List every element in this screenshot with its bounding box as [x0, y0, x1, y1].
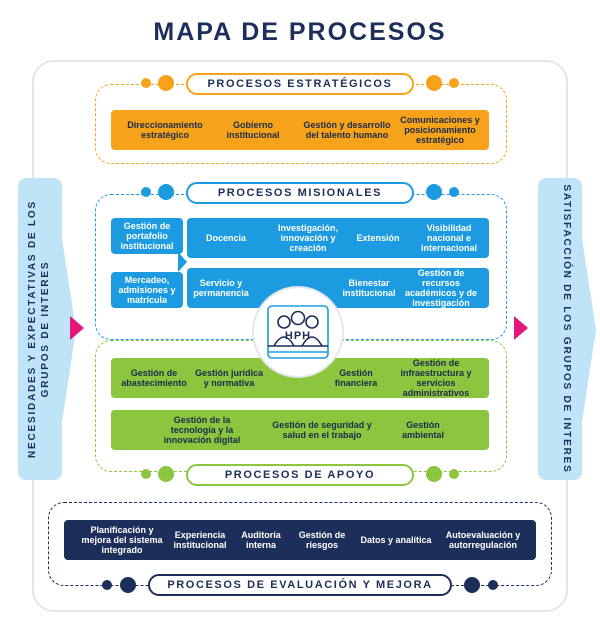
- misionales-arrow-icon: [178, 252, 187, 272]
- process-visibilidad: Visibilidad nacional e internacional: [420, 222, 477, 254]
- left-pink-arrow-icon: [70, 316, 84, 340]
- process-portafolio: Gestión de portafolio institucional: [111, 218, 183, 254]
- process-riesgos: Gestión de riesgos: [298, 529, 346, 550]
- process-datos: Datos y analítica: [360, 534, 432, 545]
- apoyo-label: PROCESOS DE APOYO: [186, 464, 414, 486]
- process-talento-humano: Gestión y desarrollo del talento humano: [303, 119, 391, 140]
- center-logo: HPH: [252, 286, 344, 378]
- left-side-label: NECESIDADES Y EXPECTATIVAS DE LOS GRUPOS…: [27, 200, 51, 458]
- process-auditoria: Auditoría interna: [241, 529, 281, 550]
- process-mercadeo: Mercadeo, admisiones y matrícula: [111, 272, 183, 308]
- blue-dot-icon: [449, 187, 459, 197]
- process-recursos: Gestión de recursos académicos y de inve…: [404, 267, 478, 309]
- process-experiencia: Experiencia institucional: [173, 529, 227, 550]
- green-dot-icon: [449, 469, 459, 479]
- process-ambiental: Gestión ambiental: [401, 419, 444, 440]
- evaluacion-bar: [64, 520, 536, 560]
- green-dot-icon: [141, 469, 151, 479]
- misionales-label: PROCESOS MISIONALES: [186, 182, 414, 204]
- right-pink-arrow-icon: [514, 316, 528, 340]
- right-side-arrow-tip: [582, 238, 596, 422]
- blue-dot-icon: [426, 184, 442, 200]
- green-dot-icon: [158, 466, 174, 482]
- blue-dot-icon: [158, 184, 174, 200]
- misionales-row1-bar: [187, 218, 489, 258]
- process-bienestar: Bienestar institucional: [342, 277, 396, 298]
- navy-dot-icon: [102, 580, 112, 590]
- orange-dot-icon: [449, 78, 459, 88]
- process-autoevaluacion: Autoevaluación y autorregulación: [445, 529, 521, 550]
- process-investigacion: Investigación, innovación y creación: [277, 222, 339, 254]
- left-side-arrow-tip: [62, 238, 76, 422]
- orange-dot-icon: [426, 75, 442, 91]
- blue-dot-icon: [141, 187, 151, 197]
- right-side-banner: [538, 178, 582, 480]
- process-planificacion: Planificación y mejora del sistema integ…: [81, 524, 163, 556]
- estrategicos-label: PROCESOS ESTRATÉGICOS: [186, 73, 414, 95]
- process-juridica: Gestión jurídica y normativa: [194, 367, 263, 388]
- navy-dot-icon: [464, 577, 480, 593]
- orange-dot-icon: [141, 78, 151, 88]
- page-title: MAPA DE PROCESOS: [153, 18, 447, 46]
- process-infraestructura: Gestión de infraestructura y servicios a…: [400, 357, 472, 399]
- evaluacion-label: PROCESOS DE EVALUACIÓN Y MEJORA: [148, 574, 452, 596]
- misionales-row2-bar: [187, 268, 489, 308]
- green-dot-icon: [426, 466, 442, 482]
- process-extension: Extensión: [356, 232, 400, 243]
- process-servicio: Servicio y permanencia: [193, 277, 249, 298]
- process-abastecimiento: Gestión de abastecimiento: [121, 367, 187, 388]
- estrategicos-bar: [111, 110, 489, 150]
- process-financiera: Gestión financiera: [334, 367, 378, 388]
- navy-dot-icon: [120, 577, 136, 593]
- navy-dot-icon: [488, 580, 498, 590]
- orange-dot-icon: [158, 75, 174, 91]
- process-tecnologia: Gestión de la tecnología y la innovación…: [163, 414, 241, 446]
- people-group-icon: [267, 305, 329, 359]
- right-side-label: SATISFACCIÓN DE LOS GRUPOS DE INTERES: [561, 184, 572, 474]
- logo-text: HPH: [284, 330, 312, 342]
- left-side-banner: [18, 178, 62, 480]
- process-direccionamiento: Direccionamiento estratégico: [127, 119, 203, 140]
- process-docencia: Docencia: [205, 232, 247, 243]
- process-seguridad: Gestión de seguridad y salud en el traba…: [272, 419, 372, 440]
- process-comunicaciones: Comunicaciones y posicionamiento estraté…: [400, 114, 480, 146]
- process-gobierno: Gobierno institucional: [226, 119, 280, 140]
- apoyo-row2-bar: [111, 410, 489, 450]
